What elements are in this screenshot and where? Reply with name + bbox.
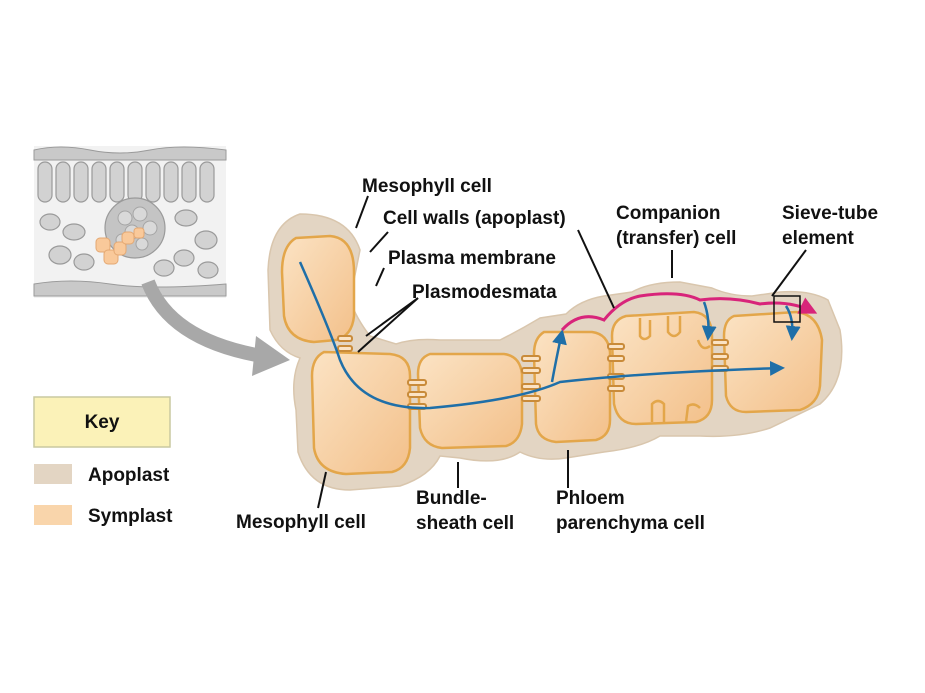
label-sieve-tube-line2: element	[782, 228, 854, 249]
apoplastic-route-arrow	[560, 292, 818, 332]
wall-ingrowths	[638, 316, 711, 423]
label-plasma-membrane: Plasma membrane	[388, 248, 556, 269]
key-legend: Key Apoplast Symplast	[33, 396, 173, 527]
symplastic-route-arrow	[298, 261, 785, 410]
zoom-arrow	[141, 279, 264, 363]
phloem-parenchyma-cell	[532, 330, 612, 444]
key-label-apoplast: Apoplast	[88, 465, 170, 486]
label-companion-line1: Companion	[616, 203, 721, 224]
mesophyll-cell-lower	[310, 350, 412, 476]
zoom-arrow-head	[252, 336, 290, 376]
companion-transfer-cell	[610, 310, 714, 426]
label-phloem-line2: parenchyma cell	[556, 513, 705, 534]
label-mesophyll-cell-bottom: Mesophyll cell	[236, 512, 366, 533]
plasmodesmata-channels	[337, 335, 729, 410]
label-phloem-line1: Phloem	[556, 488, 625, 509]
symplastic-branch-arrow	[550, 329, 567, 383]
uptake-arrow-transfer-cell	[701, 301, 717, 341]
key-swatch-symplast	[34, 505, 72, 525]
bundle-sheath-cell	[416, 352, 524, 450]
key-title: Key	[85, 412, 120, 433]
mesophyll-cell-upper	[280, 234, 356, 344]
label-sieve-tube-line1: Sieve-tube	[782, 203, 878, 224]
label-bundle-sheath-line2: sheath cell	[416, 513, 514, 534]
key-title-box	[33, 396, 171, 448]
label-bundle-sheath-line1: Bundle-	[416, 488, 487, 509]
key-swatch-apoplast	[34, 464, 72, 484]
leader-lines	[317, 195, 807, 509]
label-companion-line2: (transfer) cell	[616, 228, 736, 249]
sieve-tube-detail-box	[773, 295, 801, 323]
uptake-arrow-sieve-tube	[784, 305, 801, 341]
leaf-cross-section-thumbnail	[33, 146, 227, 298]
label-plasmodesmata: Plasmodesmata	[412, 282, 557, 303]
key-label-symplast: Symplast	[88, 506, 173, 527]
label-cell-walls: Cell walls (apoplast)	[383, 208, 566, 229]
label-mesophyll-cell-top: Mesophyll cell	[362, 176, 492, 197]
sieve-tube-element	[722, 310, 824, 414]
